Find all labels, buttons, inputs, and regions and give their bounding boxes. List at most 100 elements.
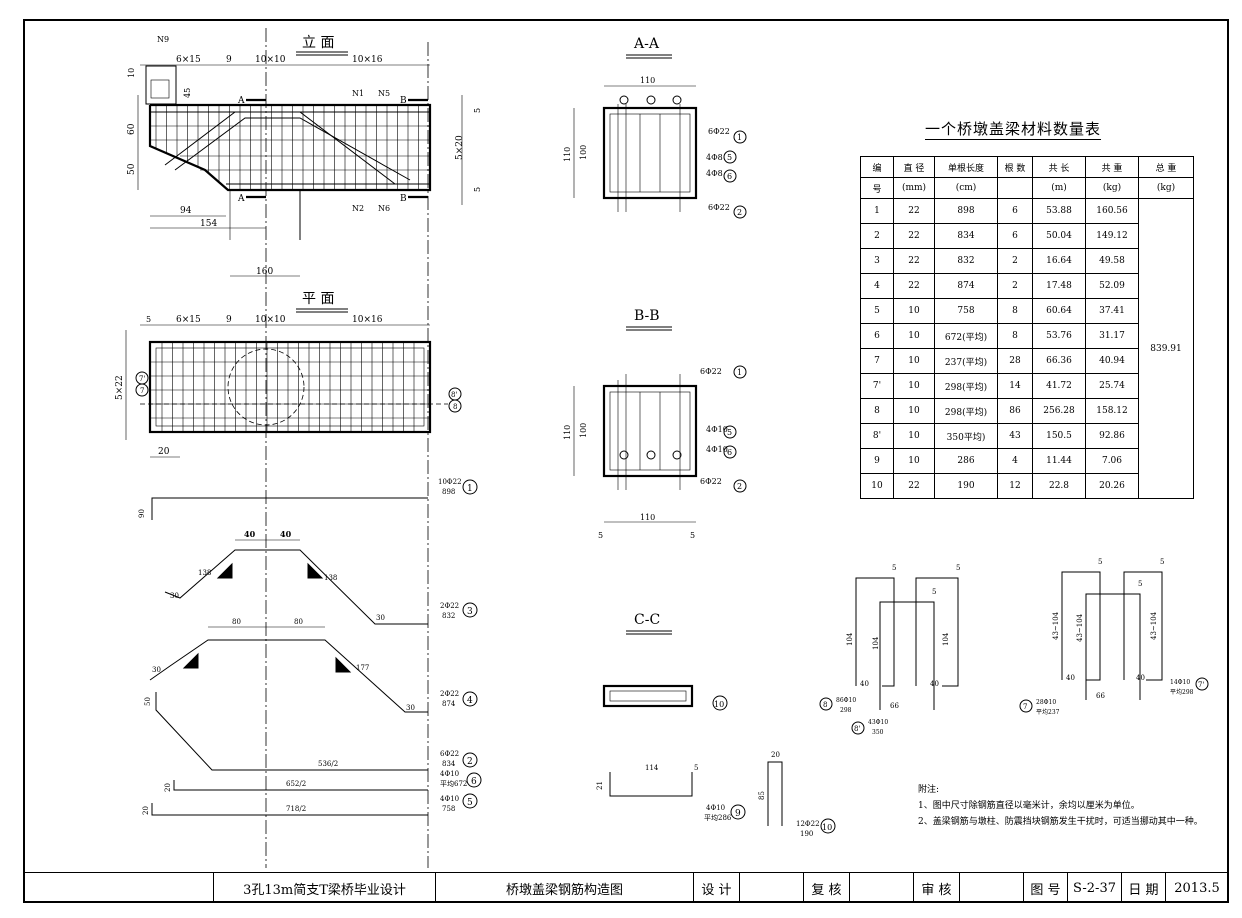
table-cell: 22 — [893, 223, 935, 249]
table-cell: 6 — [997, 223, 1033, 249]
s8-count-2: 43Φ10 — [868, 719, 888, 726]
table-cell: 12 — [997, 473, 1033, 499]
table-cell: 10 — [893, 373, 935, 399]
table-cell: 898 — [934, 198, 998, 224]
bar-3-dim-f: 138 — [324, 574, 337, 582]
bar-5-count: 4Φ10 — [440, 795, 459, 803]
bar-3-shape — [164, 549, 428, 625]
s7-length-2: 平均298 — [1170, 688, 1194, 696]
tu-5: (kg) — [1085, 177, 1139, 199]
svg-text:6: 6 — [727, 172, 732, 181]
table-cell: 9 — [860, 448, 894, 474]
bar-4-shape — [149, 639, 428, 713]
bb-height-2: 100 — [579, 423, 588, 438]
section-mark-a-top: A — [237, 96, 245, 106]
table-cell: 22 — [893, 473, 935, 499]
table-cell: 237(平均) — [934, 348, 998, 374]
aa-rebar-2: 4Φ8 — [706, 153, 723, 162]
elev-dim-1: 6×15 — [176, 55, 201, 65]
svg-text:1: 1 — [737, 133, 742, 142]
s8-dim-a1: 40 — [860, 680, 869, 688]
bar-3-dim-a: 40 — [244, 529, 256, 539]
section-mark-b-bottom: B — [400, 194, 407, 204]
bar-6-height: 20 — [164, 783, 172, 792]
table-cell: 150.5 — [1032, 423, 1086, 449]
plan-dim-2: 9 — [226, 315, 232, 325]
notes-title: 附注: — [918, 785, 940, 795]
s8-length-2: 350 — [872, 729, 884, 736]
plan-title: 平 面 — [302, 291, 334, 307]
tu-1: (mm) — [893, 177, 935, 199]
bb-rebar-3: 4Φ10 — [706, 445, 728, 454]
bar-3-length: 832 — [442, 612, 455, 620]
tb-date-label: 日 期 — [1122, 873, 1166, 903]
svg-text:8': 8' — [854, 725, 860, 733]
th-diameter: 直 径 — [893, 156, 935, 178]
bar-9-height: 21 — [596, 781, 604, 790]
tb-design-value — [740, 873, 804, 903]
table-cell: 60.64 — [1032, 298, 1086, 324]
tb-review-value — [850, 873, 914, 903]
notes-line-1: 1、图中尺寸除钢筋直径以毫米计，余均以厘米为单位。 — [918, 801, 1140, 811]
table-cell: 8 — [997, 298, 1033, 324]
table-cell: 7.06 — [1085, 448, 1139, 474]
bar-3-dim-c: 30 — [376, 614, 385, 622]
table-cell: 28 — [997, 348, 1033, 374]
table-cell: 49.58 — [1085, 248, 1139, 274]
aa-width: 110 — [640, 76, 655, 85]
svg-text:5: 5 — [727, 428, 732, 437]
s8-five-1: 5 — [892, 564, 896, 572]
svg-text:2: 2 — [737, 482, 742, 491]
plan-stirrup-lines — [161, 342, 415, 432]
section-mark-a-bottom: A — [237, 194, 245, 204]
label-n1: N1 — [352, 89, 364, 98]
table-unit-row: 号 (mm) (cm) (m) (kg) (kg) — [860, 177, 1194, 199]
bar-3-dim-b: 40 — [280, 529, 292, 539]
section-cc-title: C-C — [634, 612, 660, 628]
bar-3-count: 2Φ22 — [440, 602, 459, 610]
bar-5-dim-a: 718/2 — [286, 805, 306, 813]
plan-dim-1: 6×15 — [176, 315, 201, 325]
table-cell: 7' — [860, 373, 894, 399]
table-cell: 6 — [860, 323, 894, 349]
th-grand-total: 总 重 — [1138, 156, 1194, 178]
table-cell: 25.74 — [1085, 373, 1139, 399]
elevation-view: 立 面 N9 6×15 9 10×10 10×16 60 50 — [127, 28, 482, 868]
s8-height-1: 104 — [846, 632, 854, 646]
s7-length-1: 平均237 — [1036, 708, 1060, 716]
bar-4-dim-a: 80 — [232, 618, 241, 626]
bar-9-shape — [609, 772, 693, 797]
svg-text:5: 5 — [727, 153, 732, 162]
bb-rebar-2: 4Φ10 — [706, 425, 728, 434]
svg-text:1: 1 — [467, 484, 473, 494]
elev-vdim-3: 10 — [127, 68, 136, 78]
notes: 附注: 1、图中尺寸除钢筋直径以毫米计，余均以厘米为单位。 2、盖梁钢筋与墩柱、… — [918, 782, 1203, 830]
bar-2-count: 6Φ22 — [440, 750, 459, 758]
table-cell: 834 — [934, 223, 998, 249]
bar-4-dim-b: 80 — [294, 618, 303, 626]
label-n6: N6 — [378, 204, 390, 213]
table-cell: 4 — [860, 273, 894, 299]
bar-6-shape — [173, 780, 428, 791]
tb-project: 3孔13m简支T梁桥毕业设计 — [214, 873, 436, 903]
table-cell: 11.44 — [1032, 448, 1086, 474]
aa-height-1: 110 — [563, 147, 572, 162]
s8-length-1: 298 — [840, 707, 852, 714]
table-cell: 1 — [860, 198, 894, 224]
tu-2: (cm) — [934, 177, 998, 199]
tb-review-label: 复 核 — [804, 873, 850, 903]
section-aa: A-A 110 110 100 6Φ22 4Φ8 4Φ8 6Φ22 1 5 6 … — [563, 36, 747, 219]
bar-1-height: 90 — [138, 509, 146, 518]
table-cell: 10 — [893, 348, 935, 374]
table-cell: 758 — [934, 298, 998, 324]
bar-5-shape — [151, 803, 428, 816]
s8-height-2: 104 — [872, 636, 880, 650]
elev-vdim-1: 60 — [127, 123, 137, 135]
tb-check-value — [960, 873, 1024, 903]
stirrup-lines — [155, 105, 419, 190]
table-cell: 2 — [997, 248, 1033, 274]
notes-line-2: 2、盖梁钢筋与墩柱、防震挡块钢筋发生干扰时，可适当挪动其中一种。 — [918, 817, 1203, 827]
table-cell: 256.28 — [1032, 398, 1086, 424]
plan-dim-4: 10×16 — [352, 315, 383, 325]
